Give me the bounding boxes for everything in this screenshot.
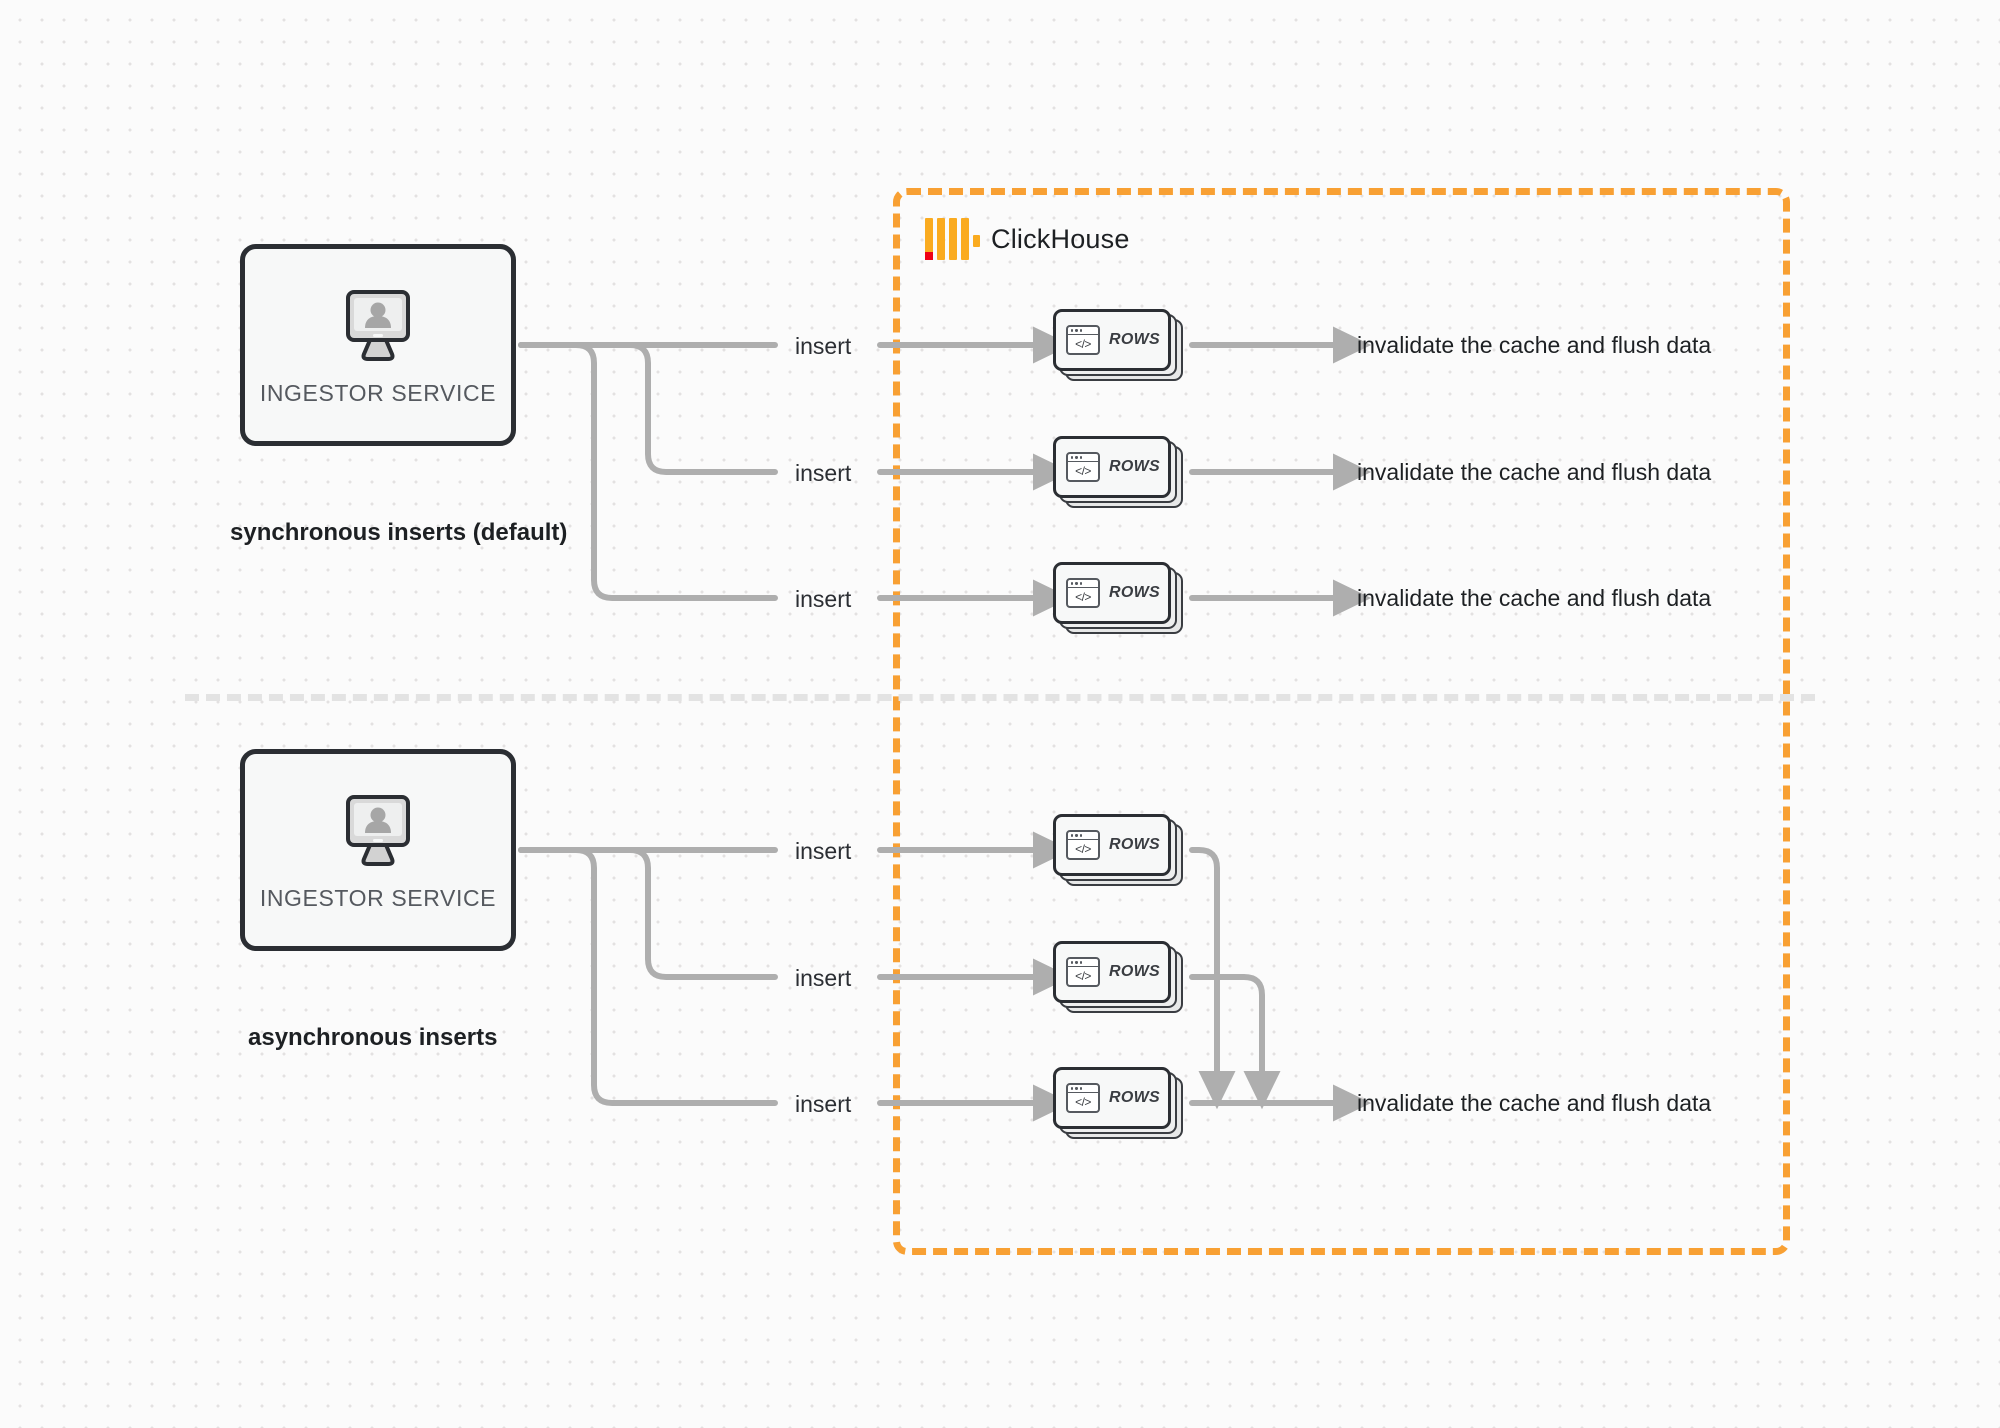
code-window-icon: </>: [1066, 830, 1100, 860]
section-divider: [185, 694, 1815, 701]
wire-async-out-3: [518, 847, 778, 1106]
rows-card-async-1[interactable]: </> ROWS: [1053, 814, 1183, 886]
monitor-user-icon: [346, 794, 410, 866]
rows-card-label: ROWS: [1109, 331, 1160, 348]
rows-card-label: ROWS: [1109, 1089, 1160, 1106]
insert-label-sync-1: insert: [795, 333, 852, 359]
insert-label-async-3: insert: [795, 1091, 852, 1117]
rows-card-async-3[interactable]: </> ROWS: [1053, 1067, 1183, 1139]
insert-label-sync-2: insert: [795, 460, 852, 486]
result-label-async: invalidate the cache and flush data: [1357, 1090, 1712, 1116]
ingestor-service-sync[interactable]: INGESTOR SERVICE: [240, 244, 516, 446]
monitor-user-icon: [346, 289, 410, 361]
code-window-icon: </>: [1066, 325, 1100, 355]
code-window-icon: </>: [1066, 452, 1100, 482]
clickhouse-boundary: [893, 188, 1790, 1255]
rows-card-label: ROWS: [1109, 963, 1160, 980]
rows-card-sync-3[interactable]: </> ROWS: [1053, 562, 1183, 634]
wire-sync-out-3: [518, 342, 778, 601]
ingestor-service-label: INGESTOR SERVICE: [259, 379, 497, 406]
wire-async-out-2: [518, 847, 778, 980]
insert-label-sync-3: insert: [795, 586, 852, 612]
rows-card-label: ROWS: [1109, 836, 1160, 853]
ingestor-service-async[interactable]: INGESTOR SERVICE: [240, 749, 516, 951]
rows-card-async-2[interactable]: </> ROWS: [1053, 941, 1183, 1013]
rows-card-sync-1[interactable]: </> ROWS: [1053, 309, 1183, 381]
code-window-icon: </>: [1066, 957, 1100, 987]
clickhouse-brand-label: ClickHouse: [991, 223, 1130, 254]
ingestor-service-label: INGESTOR SERVICE: [259, 884, 497, 911]
code-window-icon: </>: [1066, 578, 1100, 608]
clickhouse-brand: ClickHouse: [925, 218, 1130, 260]
caption-asynchronous: asynchronous inserts: [248, 1024, 498, 1051]
result-label-sync-2: invalidate the cache and flush data: [1357, 459, 1712, 485]
insert-label-async-1: insert: [795, 838, 852, 864]
rows-card-label: ROWS: [1109, 458, 1160, 475]
insert-label-async-2: insert: [795, 965, 852, 991]
caption-synchronous: synchronous inserts (default): [230, 519, 568, 546]
clickhouse-logo-icon: [925, 218, 980, 260]
wire-sync-out-2: [518, 342, 778, 475]
rows-card-sync-2[interactable]: </> ROWS: [1053, 436, 1183, 508]
result-label-sync-3: invalidate the cache and flush data: [1357, 585, 1712, 611]
result-label-sync-1: invalidate the cache and flush data: [1357, 332, 1712, 358]
code-window-icon: </>: [1066, 1083, 1100, 1113]
rows-card-label: ROWS: [1109, 584, 1160, 601]
